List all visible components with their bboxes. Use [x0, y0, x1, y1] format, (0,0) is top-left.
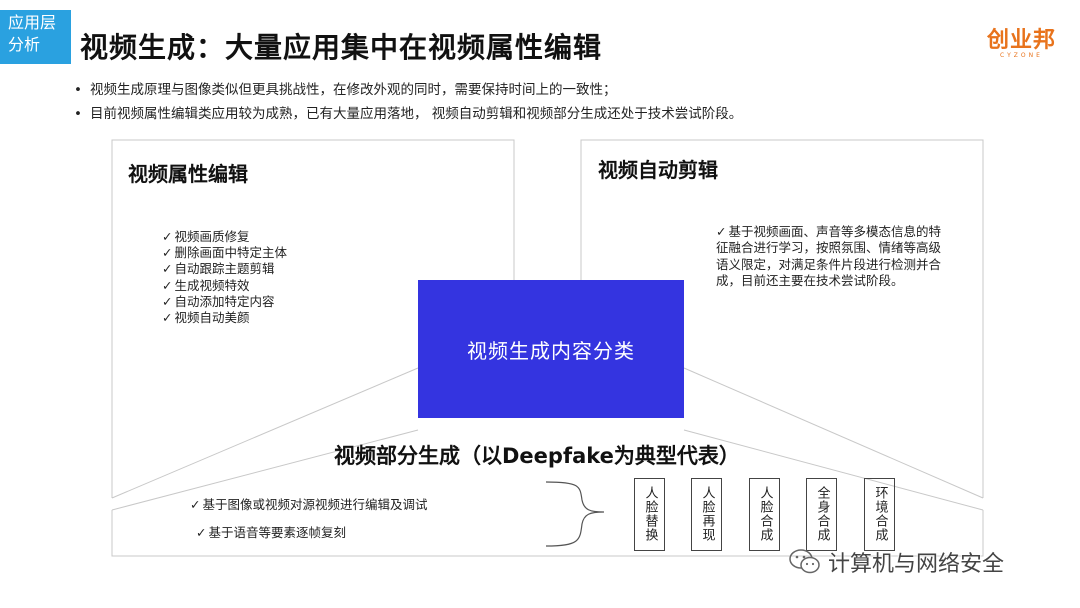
checklist-item: 删除画面中特定主体 [162, 245, 287, 261]
left-box-title: 视频属性编辑 [128, 162, 248, 186]
right-box-outline [580, 139, 984, 498]
type-box-label: 环境合成 [872, 486, 888, 542]
type-box-label: 人脸替换 [642, 486, 658, 542]
checklist-item: 自动跟踪主题剪辑 [162, 261, 287, 277]
section-tag: 应用层 分析 [0, 10, 71, 64]
brand-logo: 创业邦 CYZONE [987, 22, 1056, 59]
center-category-block: 视频生成内容分类 [418, 280, 684, 418]
type-box-face-synthesis: 人脸合成 [749, 478, 780, 551]
type-box-label: 人脸再现 [699, 486, 715, 542]
bottom-item-2: 基于语音等要素逐帧复刻 [196, 522, 346, 541]
right-box-title: 视频自动剪辑 [598, 158, 718, 182]
type-box-label: 人脸合成 [757, 486, 773, 542]
watermark-text: 计算机与网络安全 [828, 552, 1005, 577]
brand-logo-subtext: CYZONE [1000, 52, 1043, 59]
watermark: 计算机与网络安全 [788, 546, 1004, 578]
section-tag-line2: 分析 [8, 35, 41, 54]
left-box-checklist: 视频画质修复 删除画面中特定主体 自动跟踪主题剪辑 生成视频特效 自动添加特定内… [162, 229, 287, 326]
checklist-item: 视频自动美颜 [162, 310, 287, 326]
center-category-label: 视频生成内容分类 [467, 338, 635, 363]
type-box-label: 全身合成 [814, 486, 830, 542]
type-box-environment-synthesis: 环境合成 [864, 478, 895, 551]
summary-bullet-1: 视频生成原理与图像类似但更具挑战性，在修改外观的同时，需要保持时间上的一致性； [74, 78, 742, 102]
curly-brace [545, 481, 605, 547]
type-box-face-swap: 人脸替换 [634, 478, 665, 551]
brand-logo-text: 创业邦 [986, 28, 1056, 53]
section-tag-line1: 应用层 [8, 13, 57, 32]
bottom-left-slope [111, 429, 419, 511]
right-box-description: 基于视频画面、声音等多模态信息的特征融合进行学习，按照氛围、情绪等高级语义限定，… [716, 224, 948, 290]
left-diagonal [111, 367, 419, 499]
type-box-body-synthesis: 全身合成 [806, 478, 837, 551]
summary-bullets: 视频生成原理与图像类似但更具挑战性，在修改外观的同时，需要保持时间上的一致性； … [74, 78, 742, 126]
wechat-icon [789, 549, 820, 574]
right-diagonal [683, 367, 984, 499]
bottom-right-slope [683, 429, 984, 511]
summary-bullet-2: 目前视频属性编辑类应用较为成熟，已有大量应用落地， 视频自动剪辑和视频部分生成还… [74, 102, 742, 126]
page-title: 视频生成：大量应用集中在视频属性编辑 [80, 31, 603, 64]
checklist-item: 生成视频特效 [162, 278, 287, 294]
bottom-item-1: 基于图像或视频对源视频进行编辑及调试 [190, 494, 427, 513]
type-box-face-reenact: 人脸再现 [691, 478, 722, 551]
bottom-box-outline [111, 510, 984, 557]
checklist-item: 视频画质修复 [162, 229, 287, 245]
checklist-item: 自动添加特定内容 [162, 294, 287, 310]
bottom-section-title: 视频部分生成（以Deepfake为典型代表） [334, 444, 740, 468]
left-box-outline [111, 139, 515, 498]
